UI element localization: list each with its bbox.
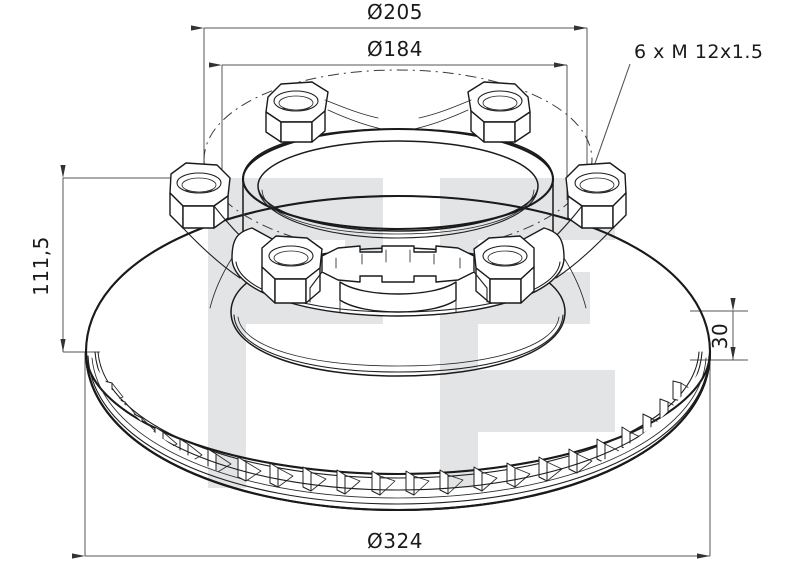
hub-bore-inner-wall: [257, 185, 539, 239]
rotor-edge-line-a: [87, 355, 710, 505]
bolt-boss-rear-left: [265, 81, 329, 143]
dimension-diameter-324: Ø324: [72, 352, 711, 559]
hub-bore-inner-wall-2: [261, 189, 535, 235]
callout-thread-spec: 6 x M 12x1.5: [591, 41, 763, 173]
bolt-boss-mid-left: [169, 162, 231, 229]
dimension-label-324: Ø324: [367, 529, 423, 553]
brake-disc-body: [84, 69, 712, 512]
dimension-label-184: Ø184: [367, 37, 423, 61]
bolt-boss-front-right: [473, 235, 535, 304]
bolt-circle-hidden-right: [485, 159, 593, 243]
hat-annulus-front-edge: [233, 314, 564, 373]
bolt-boss-front-left: [261, 235, 323, 304]
pocket-notch-left: [309, 271, 323, 303]
pocket-notch-right: [473, 271, 488, 303]
dimension-height-111-5: 111,5: [29, 165, 178, 353]
web-mid-left-2: [182, 227, 241, 279]
rotor-outer-band: [84, 350, 712, 512]
vane-cavity-upper: [97, 351, 700, 479]
bolt-circle-hidden-left: [203, 159, 311, 243]
dimension-diameter-205: Ø205: [191, 0, 588, 196]
rotor-edge-line-b: [91, 357, 707, 499]
web-rear-right-2: [413, 109, 469, 130]
web-rear-left-2: [327, 109, 383, 130]
rotor-top-rim-front: [85, 195, 711, 353]
bolt-boss-mid-right: [565, 162, 627, 229]
web-rear-right: [418, 99, 472, 119]
dimension-label-205: Ø205: [367, 0, 423, 24]
dimension-thickness-30: 30: [690, 298, 748, 361]
dimension-label-111-5: 111,5: [29, 236, 53, 296]
web-rear-left: [324, 99, 379, 119]
blend-left: [209, 257, 233, 309]
bolt-boss-rear-right: [467, 81, 531, 143]
hub-centre-pocket: [321, 245, 475, 313]
hat-annulus-front-edge-2: [237, 316, 560, 367]
hub-bore-top-outer: [241, 127, 555, 231]
blend-right: [563, 257, 587, 309]
dimension-label-30: 30: [708, 323, 732, 349]
bolt-circle-hidden-upper: [203, 69, 593, 161]
web-mid-right-2: [555, 227, 614, 279]
callout-label-thread: 6 x M 12x1.5: [634, 41, 763, 63]
pe-logo-watermark: [208, 178, 615, 488]
